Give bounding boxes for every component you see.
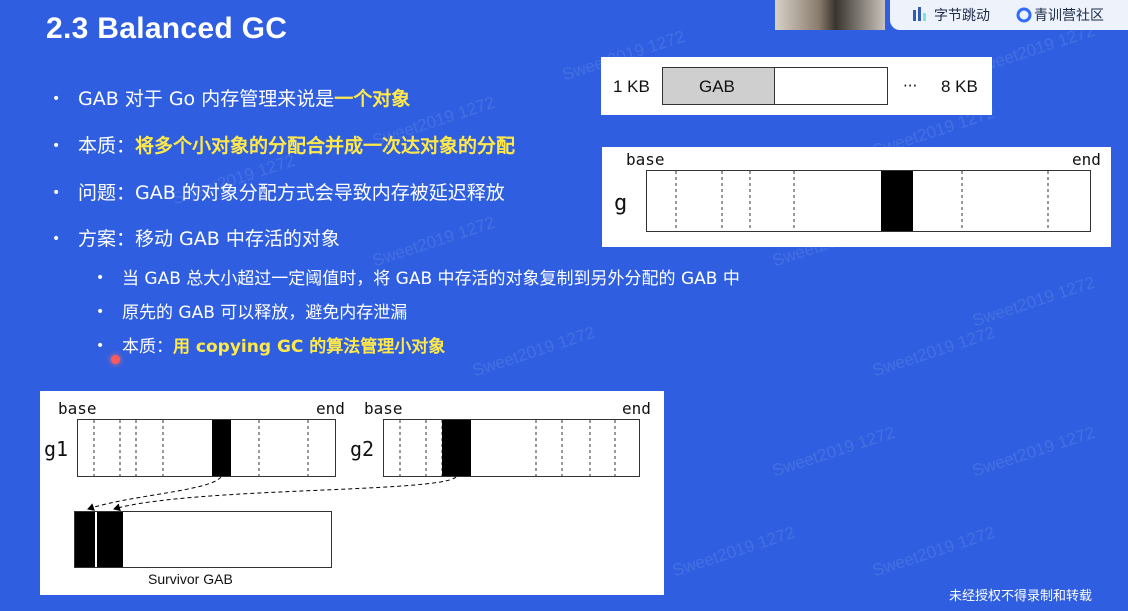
size-diagram: 1 KB GAB ··· 8 KB — [601, 57, 992, 115]
g2-end-label: end — [622, 399, 651, 418]
bullet-highlight: 一个对象 — [334, 88, 411, 110]
bullet-text: 本质： — [122, 337, 173, 357]
g-end-label: end — [1072, 150, 1101, 169]
bullet-item: • 本质：将多个小对象的分配合并成一次达对象的分配 — [52, 131, 515, 158]
bullet-text: 原先的 GAB 可以释放，避免内存泄漏 — [122, 303, 408, 323]
gab-box-label: GAB — [699, 77, 735, 96]
g-name-label: g — [614, 191, 628, 216]
watermark-text: Sweet2019 1272 — [970, 422, 1098, 481]
bullet-dot-icon: • — [96, 304, 105, 320]
bullet-dot-icon: • — [96, 338, 105, 354]
bullet-text: GAB 对于 Go 内存管理来说是 — [78, 88, 335, 110]
bullet-dot-icon: • — [52, 91, 61, 107]
copying-diagram-graphic — [74, 419, 640, 568]
watermark-text: Sweet2019 1272 — [370, 212, 498, 271]
bullet-highlight: 将多个小对象的分配合并成一次达对象的分配 — [135, 135, 516, 157]
sub-bullet-item: • 原先的 GAB 可以释放，避免内存泄漏 — [96, 298, 407, 323]
g2-name-label: g2 — [350, 437, 375, 461]
g1-base-label: base — [58, 399, 97, 418]
bullet-highlight: 用 copying GC 的算法管理小对象 — [173, 337, 446, 357]
webcam-thumbnail[interactable] — [775, 0, 885, 30]
slide-title: 2.3 Balanced GC — [46, 12, 288, 45]
free-box — [774, 67, 888, 105]
bullet-item: • GAB 对于 Go 内存管理来说是一个对象 — [52, 84, 410, 111]
bullet-dot-icon: • — [52, 138, 61, 154]
copy-arrow — [87, 476, 222, 511]
sub-bullet-item: • 当 GAB 总大小超过一定阈值时，将 GAB 中存活的对象复制到另外分配的 G… — [96, 264, 740, 289]
watermark-text: Sweet2019 1272 — [470, 322, 598, 381]
g-base-label: base — [626, 150, 665, 169]
g2-base-label: base — [364, 399, 403, 418]
bullet-text: 本质： — [78, 135, 136, 157]
laser-pointer — [111, 355, 120, 364]
brand-bar: 字节跳动 青训营社区 — [890, 0, 1128, 30]
size-min-label: 1 KB — [613, 77, 650, 96]
bullet-text: 问题：GAB 的对象分配方式会导致内存被延迟释放 — [78, 182, 505, 204]
gab-box — [662, 67, 775, 105]
bytedance-logo-icon — [913, 7, 926, 21]
watermark-text: Sweet2019 1272 — [870, 322, 998, 381]
brand-bytedance: 字节跳动 — [934, 8, 990, 24]
survivor-gab-bar — [74, 511, 332, 568]
copy-arrow — [113, 476, 457, 512]
bullet-dot-icon: • — [52, 231, 61, 247]
bullet-item: • 问题：GAB 的对象分配方式会导致内存被延迟释放 — [52, 178, 505, 205]
bullet-item: • 方案：移动 GAB 中存活的对象 — [52, 224, 340, 251]
ellipsis-label: ··· — [903, 77, 918, 95]
copyright-notice: 未经授权不得录制和转载 — [948, 589, 1092, 604]
sub-bullet-item: • 本质：用 copying GC 的算法管理小对象 — [96, 332, 445, 357]
bullet-dot-icon: • — [52, 185, 61, 201]
bullet-text: 方案：移动 GAB 中存活的对象 — [78, 228, 340, 250]
watermark-text: Sweet2019 1272 — [870, 522, 998, 581]
g1-end-label: end — [316, 399, 345, 418]
survivor-gab-label: Survivor GAB — [148, 571, 233, 587]
watermark-text: Sweet2019 1272 — [670, 522, 798, 581]
brand-community: 青训营社区 — [1034, 8, 1104, 24]
copying-diagram: base end g1 base end g2 — [40, 391, 664, 595]
bullet-text: 当 GAB 总大小超过一定阈值时，将 GAB 中存活的对象复制到另外分配的 GA… — [122, 269, 740, 289]
g1-memory-bar — [77, 419, 336, 477]
watermark-text: Sweet2019 1272 — [770, 422, 898, 481]
bullet-dot-icon: • — [96, 270, 105, 286]
g1-name-label: g1 — [44, 437, 69, 461]
size-max-label: 8 KB — [941, 77, 978, 96]
g-memory-bar — [646, 170, 1091, 232]
watermark-text: Sweet2019 1272 — [970, 272, 1098, 331]
g2-memory-bar — [383, 419, 640, 477]
g-diagram: base end g — [602, 147, 1111, 247]
community-logo-icon — [1016, 7, 1032, 23]
